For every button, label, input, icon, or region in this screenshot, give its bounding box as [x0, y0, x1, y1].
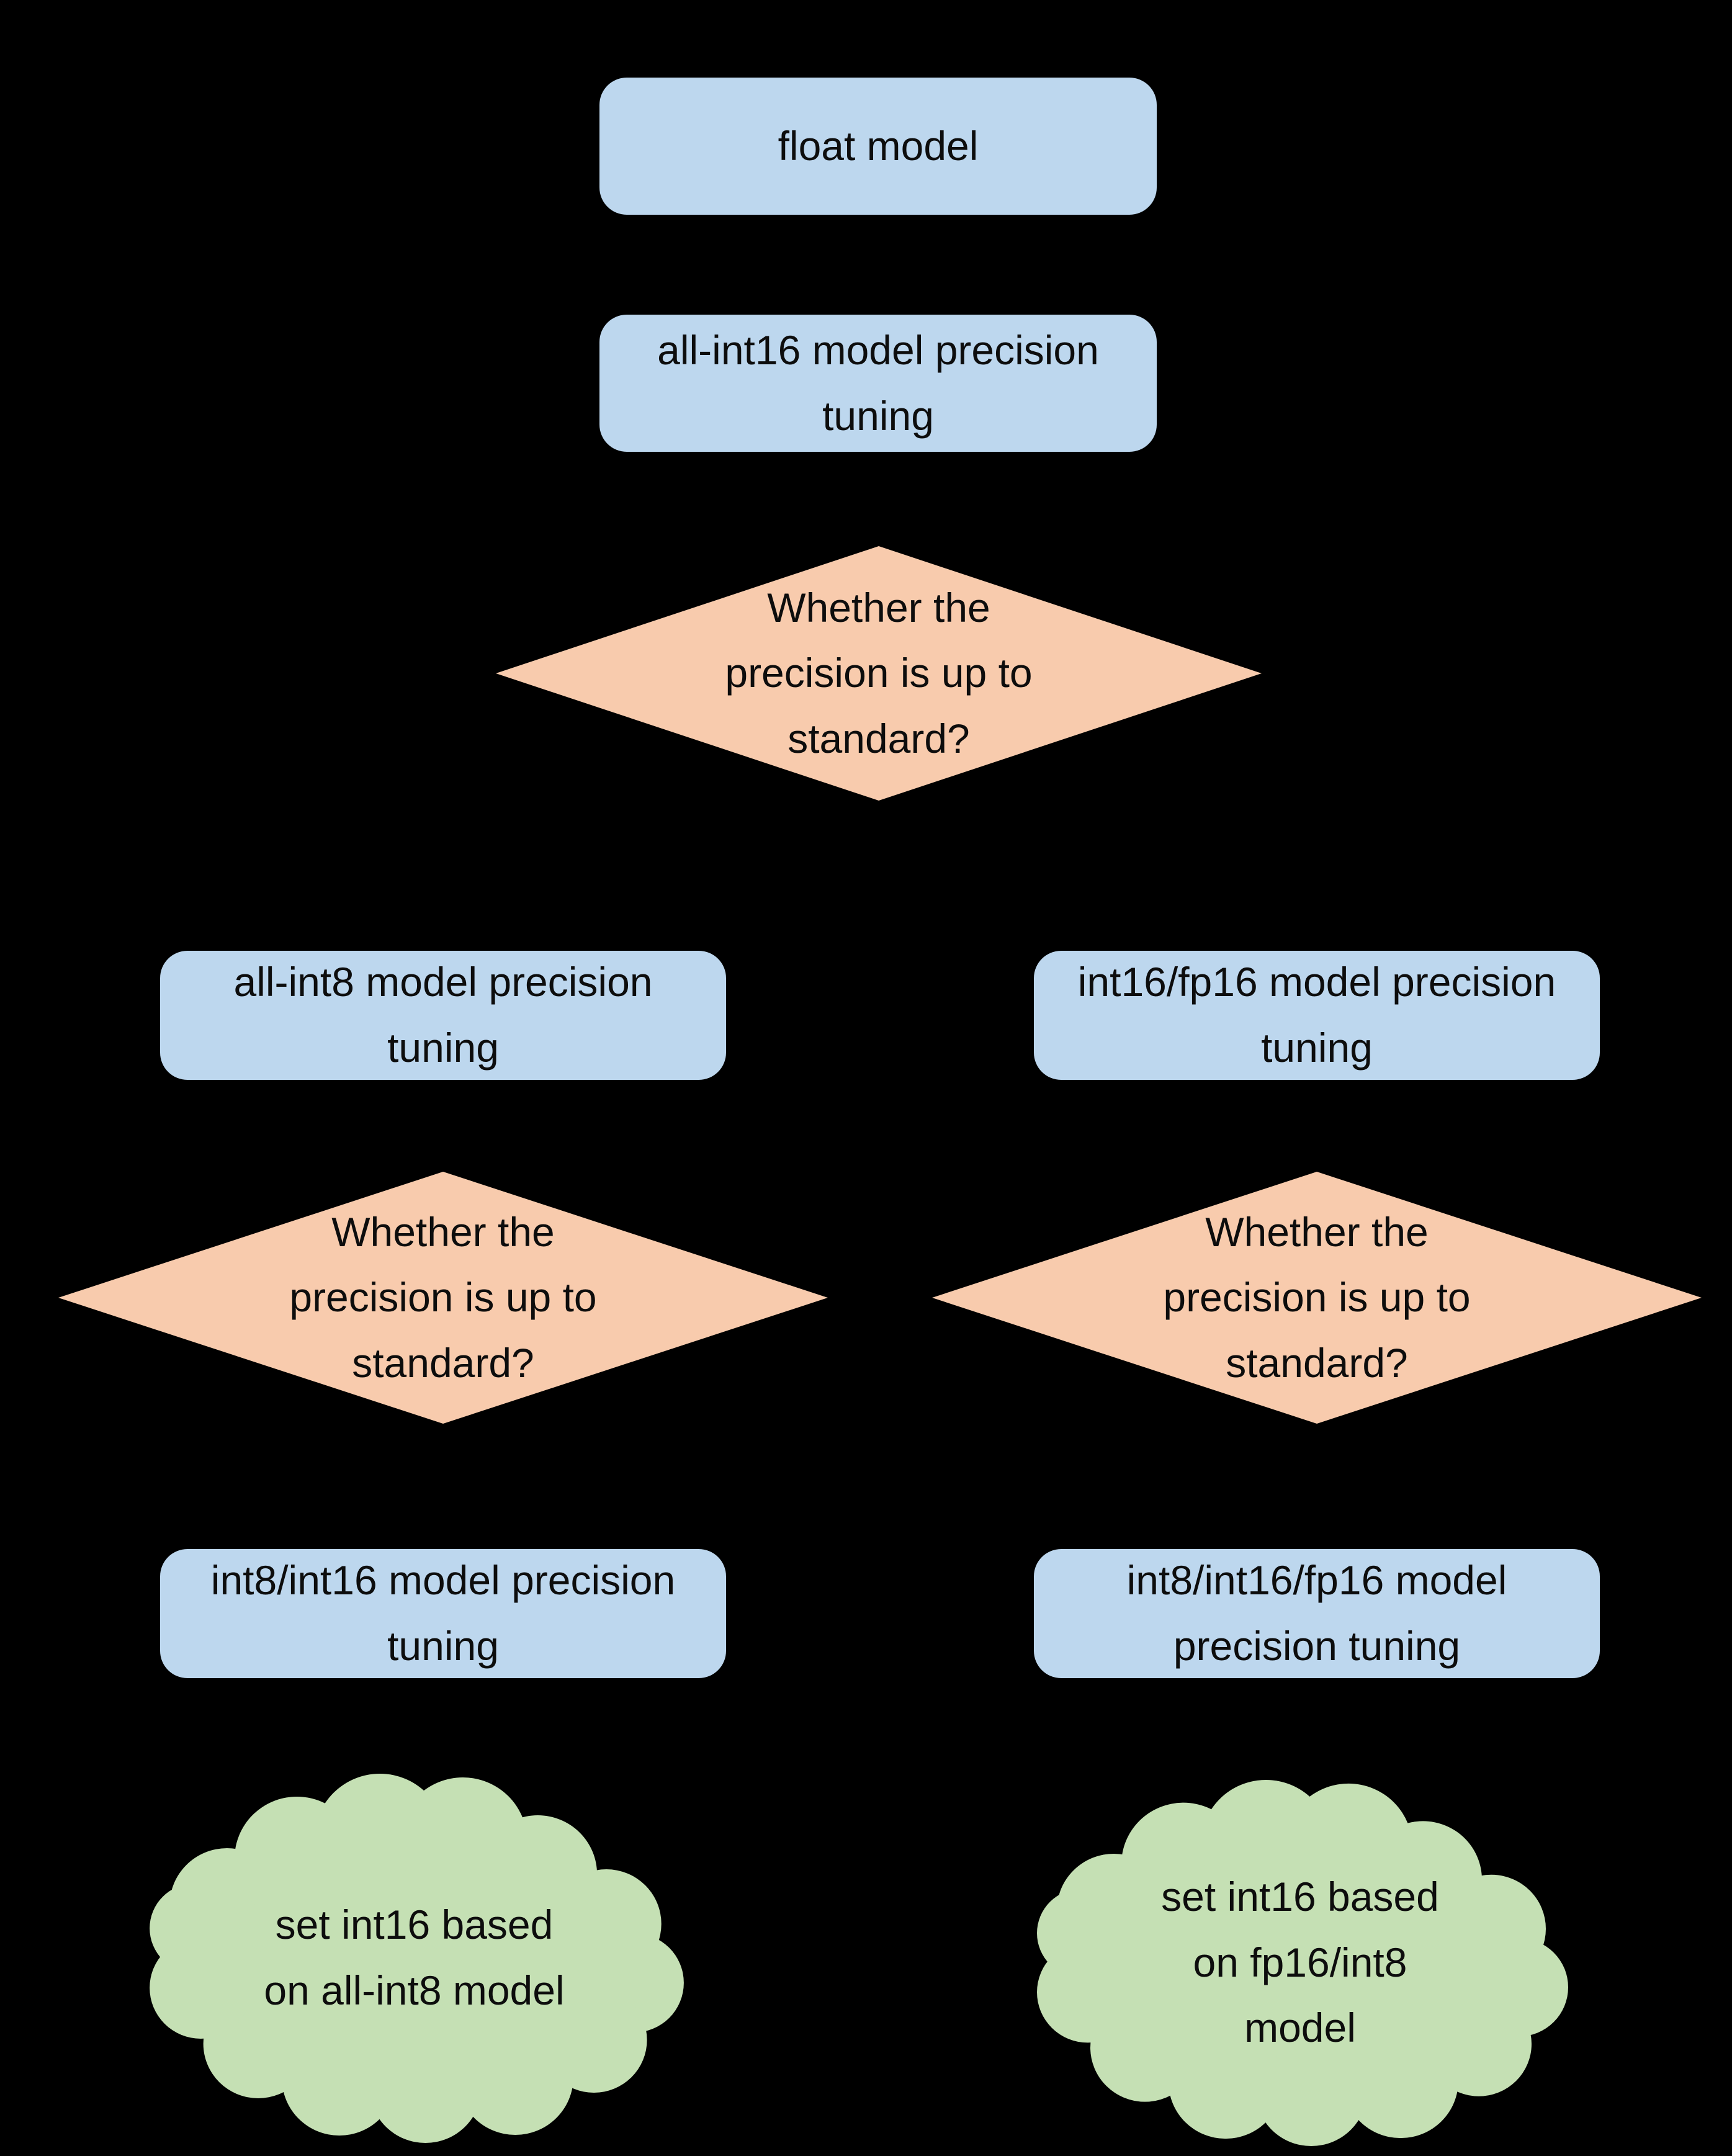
- node-int16-fp16-tuning: int16/fp16 model precision tuning: [1034, 951, 1600, 1080]
- node-all-int16-tuning-label: all-int16 model precision tuning: [657, 326, 1099, 439]
- node-all-int8-tuning: all-int8 model precision tuning: [160, 951, 726, 1080]
- node-cloud-set-int16-fp16-int8-label: set int16 based on fp16/int8 model: [1161, 1874, 1439, 2051]
- node-decision-right: Whether the precision is up to standard?: [932, 1172, 1702, 1424]
- node-int16-fp16-tuning-label: int16/fp16 model precision tuning: [1077, 959, 1556, 1071]
- node-decision-left-label: Whether the precision is up to standard?: [289, 1208, 597, 1386]
- node-decision-top: Whether the precision is up to standard?: [496, 546, 1262, 801]
- node-decision-top-label: Whether the precision is up to standard?: [725, 584, 1033, 761]
- node-int8-int16-fp16-tuning: int8/int16/fp16 model precision tuning: [1034, 1549, 1600, 1678]
- node-int8-int16-fp16-tuning-label: int8/int16/fp16 model precision tuning: [1126, 1557, 1507, 1669]
- node-int8-int16-tuning: int8/int16 model precision tuning: [160, 1549, 726, 1678]
- cloud-shape-icon: [1037, 1779, 1568, 2147]
- node-cloud-set-int16-fp16-int8: set int16 based on fp16/int8 model: [1021, 1778, 1579, 2147]
- node-all-int8-tuning-label: all-int8 model precision tuning: [233, 959, 653, 1071]
- node-cloud-set-int16-all-int8: set int16 based on all-int8 model: [133, 1772, 695, 2144]
- node-all-int16-tuning: all-int16 model precision tuning: [599, 315, 1157, 452]
- node-decision-left: Whether the precision is up to standard?: [58, 1172, 828, 1424]
- node-float-model-label: float model: [778, 122, 979, 169]
- cloud-shape-icon: [150, 1774, 684, 2143]
- node-cloud-set-int16-all-int8-label: set int16 based on all-int8 model: [264, 1902, 565, 2013]
- node-decision-right-label: Whether the precision is up to standard?: [1163, 1208, 1471, 1386]
- node-float-model: float model: [599, 78, 1157, 215]
- node-int8-int16-tuning-label: int8/int16 model precision tuning: [210, 1557, 676, 1669]
